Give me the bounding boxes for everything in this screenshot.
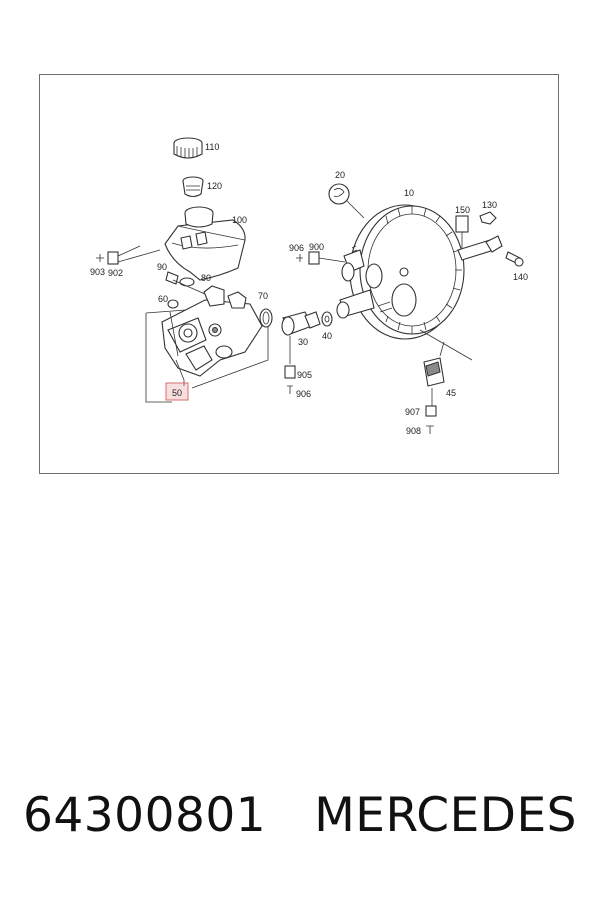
label-30: 30 [298,337,308,347]
label-110: 110 [205,142,219,152]
brake-booster[interactable] [336,204,465,340]
label-907: 907 [405,407,420,417]
label-130: 130 [482,200,497,210]
reservoir-filter[interactable] [182,176,204,198]
label-60: 60 [158,294,168,304]
label-70: 70 [258,291,268,301]
vacuum-check-valve[interactable] [281,311,321,394]
label-90: 90 [157,262,167,272]
master-cylinder-seal-ring[interactable] [259,308,273,328]
label-80: 80 [201,273,211,283]
reservoir-cap[interactable] [173,137,203,159]
product-caption: 64300801 MERCEDES [0,788,600,843]
booster-sensor[interactable] [419,329,473,434]
label-902: 902 [108,268,123,278]
part-number: 64300801 [22,788,267,843]
label-50: 50 [172,388,182,398]
booster-clip[interactable] [328,183,365,219]
booster-push-rod[interactable] [455,211,524,267]
label-908: 908 [406,426,421,436]
booster-hose-holder[interactable] [296,251,346,265]
brand-name: MERCEDES [314,788,578,843]
brake-fluid-reservoir[interactable] [164,206,246,281]
label-140: 140 [513,272,528,282]
label-20: 20 [335,170,345,180]
reservoir-grommets[interactable] [165,271,206,295]
vacuum-grommet[interactable] [321,311,333,327]
label-10: 10 [404,188,414,198]
label-903: 903 [90,267,105,277]
label-100: 100 [232,215,247,225]
label-905: 905 [297,370,312,380]
highlighted-part-marker [165,382,189,401]
label-40: 40 [322,331,332,341]
master-cylinder-callout-frame [145,309,269,403]
label-45: 45 [446,388,456,398]
reservoir-clip[interactable] [96,245,161,265]
diagram-frame [39,74,559,474]
label-120: 120 [207,181,222,191]
label-150: 150 [455,205,470,215]
label-900: 900 [309,242,324,252]
label-906-top: 906 [289,243,304,253]
label-906-bottom: 906 [296,389,311,399]
master-cylinder[interactable] [161,285,263,386]
small-seal-ring[interactable] [167,299,179,309]
